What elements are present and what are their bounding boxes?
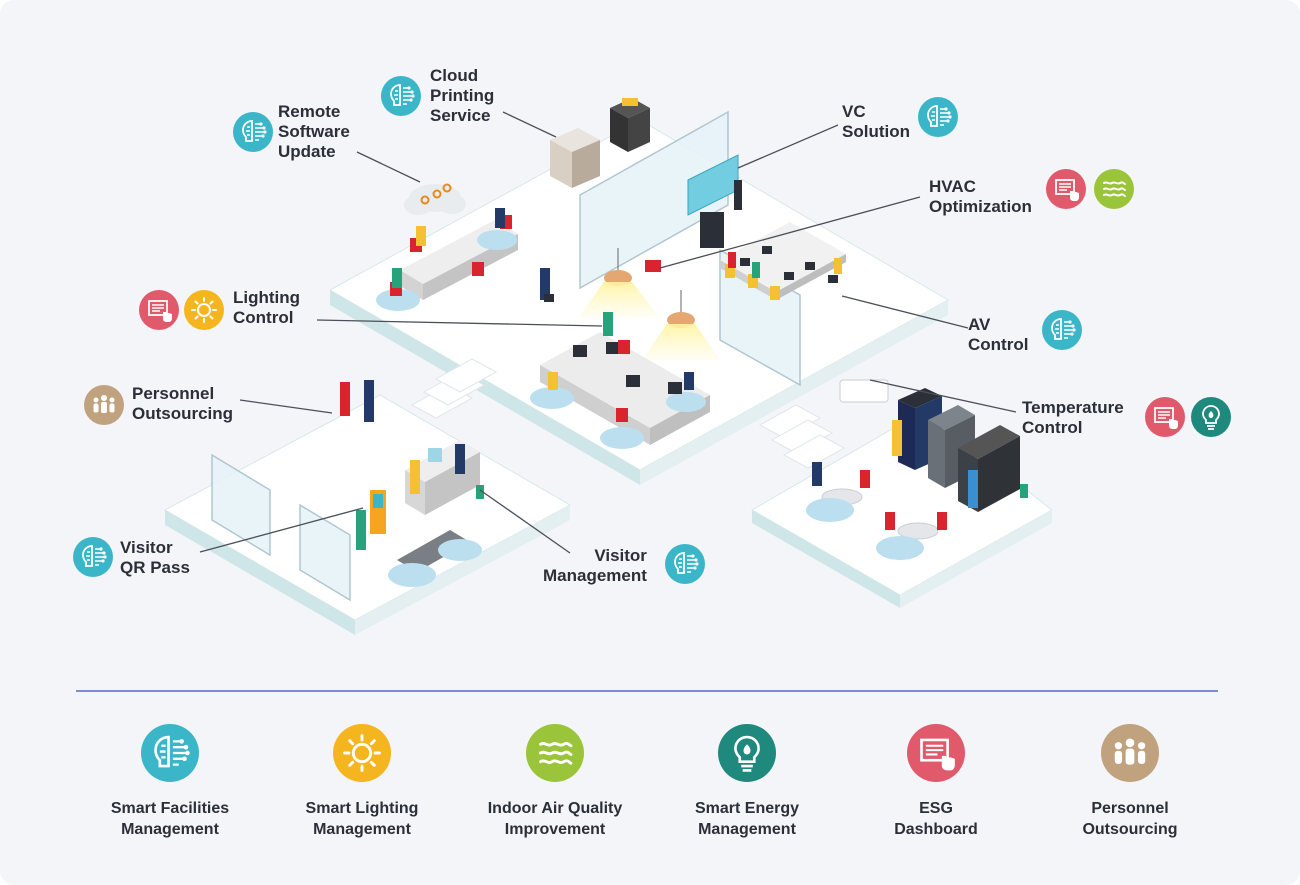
people-icon — [1101, 724, 1159, 782]
section-divider — [76, 690, 1218, 692]
sun-icon — [333, 724, 391, 782]
legend-label: Smart Facilities Management — [110, 800, 230, 838]
legend-smart-energy: Smart Energy Management — [662, 724, 832, 840]
energy-bulb-icon — [718, 724, 776, 782]
legend-personnel: Personnel Outsourcing — [1045, 724, 1215, 840]
callout-vc-solution-label: VC Solution — [842, 102, 910, 141]
legend-indoor-air: Indoor Air Quality Improvement — [470, 724, 640, 840]
callout-cloud-printing-label: Cloud Printing Service — [430, 66, 495, 125]
brain-icon — [665, 544, 705, 584]
callout-leader-lines — [199, 111, 1017, 554]
av-room-desks — [645, 222, 846, 300]
esg-dashboard-icon — [1145, 397, 1185, 437]
reception-area — [340, 380, 484, 587]
brain-icon — [1042, 310, 1082, 350]
legend-label: Smart Energy Management — [694, 800, 800, 838]
sun-icon — [184, 290, 224, 330]
callout-visitor-qr-label: Visitor QR Pass — [120, 538, 190, 577]
esg-dashboard-icon — [139, 290, 179, 330]
legend-smart-facilities: Smart Facilities Management — [85, 724, 255, 840]
air-flow-icon — [526, 724, 584, 782]
esg-dashboard-icon — [907, 724, 965, 782]
air-flow-icon — [1094, 169, 1134, 209]
brain-icon — [381, 76, 421, 116]
brain-icon — [141, 724, 199, 782]
vc-screen — [687, 154, 742, 248]
callout-temperature-label: Temperature Control — [1022, 398, 1124, 437]
brain-icon — [73, 537, 113, 577]
legend-label: Smart Lighting Management — [305, 800, 419, 838]
esg-dashboard-icon — [1046, 169, 1086, 209]
callout-av-label: AV Control — [968, 315, 1029, 354]
brain-icon — [233, 112, 273, 152]
energy-bulb-icon — [1191, 397, 1231, 437]
pantry-area — [806, 379, 1028, 560]
cloud-graphic — [404, 183, 466, 215]
callout-personnel-label: Personnel Outsourcing — [132, 384, 234, 423]
callout-hvac-label: HVAC Optimization — [929, 177, 1032, 216]
legend-smart-lighting: Smart Lighting Management — [277, 724, 447, 840]
stairs — [410, 358, 846, 469]
brain-icon — [918, 97, 958, 137]
callout-remote-software-label: Remote Software Update — [278, 102, 350, 161]
workstations — [530, 268, 710, 449]
people-icon — [84, 385, 124, 425]
legend-esg-dashboard: ESG Dashboard — [851, 724, 1021, 840]
callout-lighting-label: Lighting Control — [233, 288, 301, 327]
legend-label: ESG Dashboard — [894, 800, 978, 838]
meeting-table — [376, 208, 518, 311]
pendant-lamps — [578, 248, 720, 360]
legend-label: Indoor Air Quality Improvement — [487, 800, 623, 838]
callout-visitor-management-label: Visitor Management — [543, 546, 647, 585]
office-floor-illustration — [163, 98, 1053, 635]
printer — [550, 98, 650, 188]
legend-label: Personnel Outsourcing — [1082, 800, 1178, 838]
